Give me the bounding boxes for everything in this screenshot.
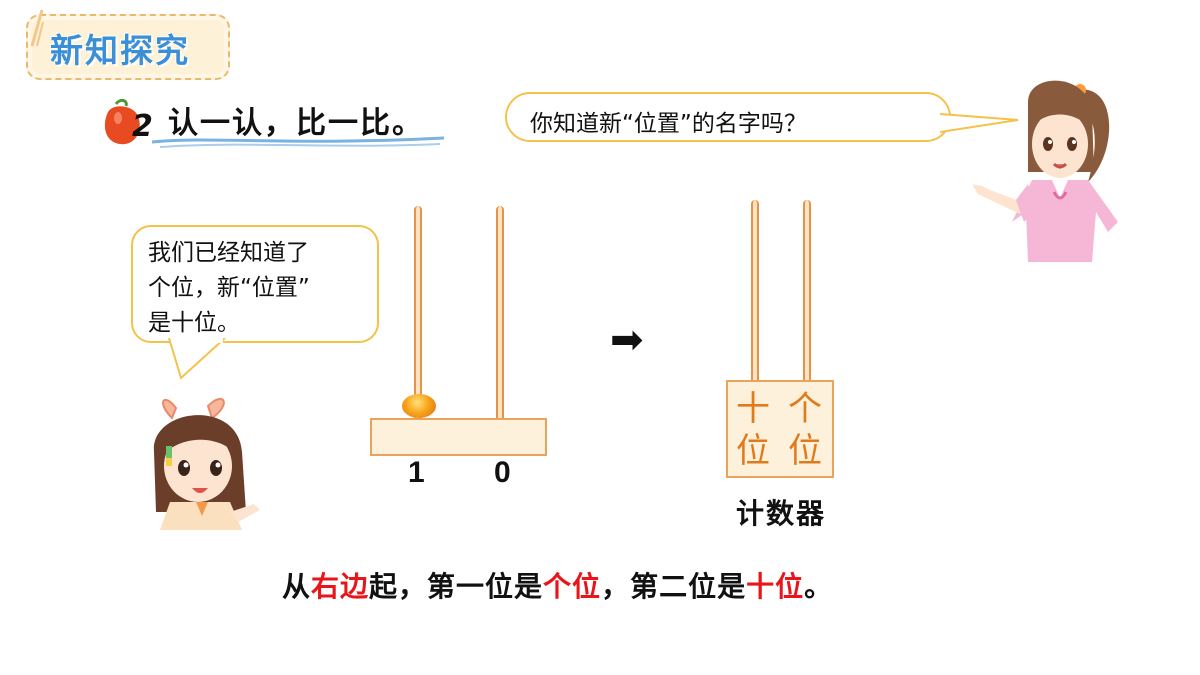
abacus-rod-ones: [496, 206, 504, 418]
banner-stripe-decoration: [30, 9, 44, 47]
right-arrow-icon: ➡: [610, 317, 644, 363]
speech-bubble-left-line-1: 我们已经知道了: [148, 240, 309, 266]
digit-tens: 1: [408, 456, 425, 489]
abacus-bead: [402, 394, 436, 418]
counter-base: [726, 380, 834, 478]
digit-ones: 0: [494, 456, 511, 489]
title-underline: [151, 136, 445, 148]
sentence-part-1: 从: [282, 570, 312, 603]
student-girl-illustration: [153, 398, 260, 530]
sentence-highlight-ones-place: 个位: [543, 570, 602, 603]
sentence-part-3: ，第二位是: [601, 570, 747, 603]
sentence-part-2: 起，第一位是: [369, 570, 544, 603]
sentence-part-4: 。: [804, 570, 834, 603]
pepper-number-icon: 2: [104, 98, 153, 145]
sentence-highlight-tens-place: 十位: [746, 570, 805, 603]
counter-rod-ones: [803, 200, 811, 382]
speech-bubble-left: [131, 225, 379, 343]
task-number: 2: [132, 109, 153, 144]
task-title: 认一认，比一比。: [168, 106, 424, 141]
ones-place-label-char-1: 个: [788, 389, 822, 429]
abacus-rod-tens: [414, 206, 422, 418]
conclusion-sentence: 从右边起，第一位是个位，第二位是十位。: [282, 565, 833, 605]
speech-bubble-left-tail: [168, 338, 226, 380]
speech-bubble-top-text: 你知道新“位置”的名字吗？: [530, 111, 807, 137]
counter-rod-tens: [751, 200, 759, 382]
tens-place-label-char-2: 位: [736, 431, 770, 471]
counter-caption: 计数器: [736, 497, 827, 530]
speech-bubble-left-line-2: 个位，新“位置”: [148, 275, 310, 301]
sentence-highlight-right-side: 右边: [311, 570, 370, 603]
section-banner: [26, 14, 230, 80]
abacus-base: [370, 418, 547, 456]
tens-place-label-char-1: 十: [736, 389, 770, 429]
ones-place-label-char-2: 位: [788, 431, 822, 471]
speech-bubble-top-tail: [940, 113, 1019, 133]
speech-bubble-left-line-3: 是十位。: [148, 310, 240, 336]
teacher-girl-illustration: [972, 80, 1118, 262]
section-title: 新知探究: [50, 31, 190, 70]
